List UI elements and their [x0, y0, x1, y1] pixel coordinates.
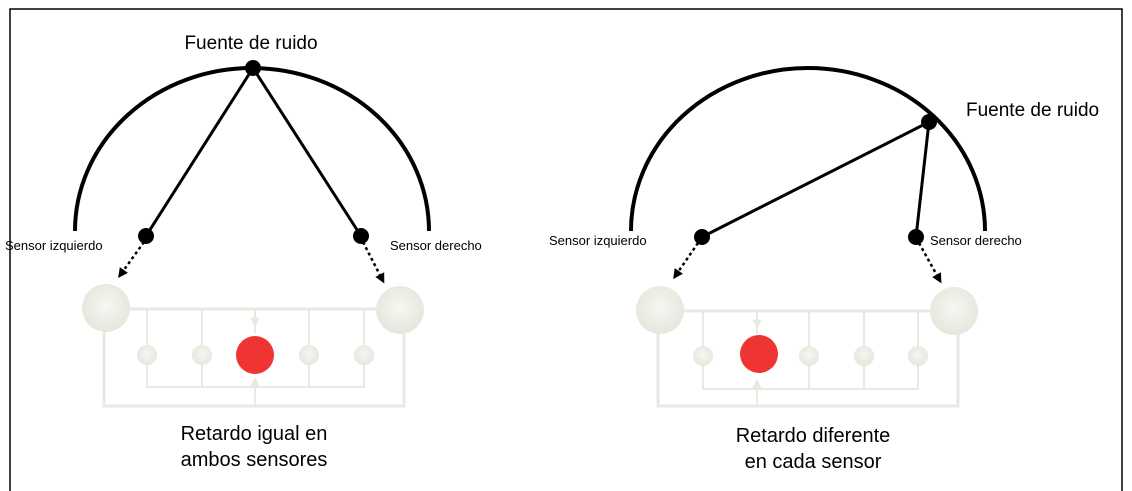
right-input-node: [930, 287, 978, 335]
delay-node: [693, 346, 713, 366]
delay-node: [854, 346, 874, 366]
coincidence-node: [740, 335, 778, 373]
left-sensor-label: Sensor izquierdo: [5, 238, 103, 253]
right-input-node: [376, 286, 424, 334]
noise-source-point: [921, 114, 937, 130]
delay-node: [299, 345, 319, 365]
delay-node: [354, 345, 374, 365]
right-circuit-arrow: [752, 319, 762, 330]
left-sensor-arrow: [118, 241, 146, 279]
right-sensor-point: [908, 229, 924, 245]
left-path-to-left-sensor: [144, 67, 255, 237]
left-input-node: [82, 284, 130, 332]
left-input-node: [636, 286, 684, 334]
right-sensor-arrow: [917, 242, 942, 284]
figure-frame: [9, 8, 1123, 491]
noise-source-label: Fuente de ruido: [966, 100, 1099, 121]
left-panel: Fuente de ruido Sensor izquierdo Sensor …: [5, 33, 482, 471]
right-panel: Fuente de ruido Sensor izquierdo Sensor …: [549, 66, 1099, 473]
delay-node: [192, 345, 212, 365]
right-circuit-arrow: [752, 378, 762, 389]
left-circuit-arrow: [250, 317, 260, 328]
noise-source-point: [245, 60, 261, 76]
left-sensor-point: [694, 229, 710, 245]
left-sensor-point: [138, 228, 154, 244]
caption-line-2: ambos sensores: [181, 449, 328, 471]
right-arc: [629, 66, 987, 232]
left-arc: [73, 66, 431, 232]
delay-node: [908, 346, 928, 366]
delay-node: [799, 346, 819, 366]
right-path-to-left-sensor: [701, 120, 930, 239]
coincidence-node: [236, 336, 274, 374]
left-sensor-arrow: [673, 242, 700, 280]
right-sensor-label: Sensor derecho: [930, 233, 1022, 248]
right-sensor-arrow: [361, 241, 385, 284]
left-path-to-right-sensor: [251, 67, 363, 237]
caption-line-1: Retardo diferente: [736, 425, 891, 447]
caption-line-1: Retardo igual en: [181, 423, 328, 445]
left-sensor-label: Sensor izquierdo: [549, 233, 647, 248]
caption-line-2: en cada sensor: [745, 451, 882, 473]
delay-node: [137, 345, 157, 365]
left-circuit-arrow: [250, 376, 260, 387]
right-sensor-label: Sensor derecho: [390, 238, 482, 253]
right-sensor-point: [353, 228, 369, 244]
noise-source-label: Fuente de ruido: [184, 33, 317, 54]
right-path-to-right-sensor: [914, 121, 931, 238]
